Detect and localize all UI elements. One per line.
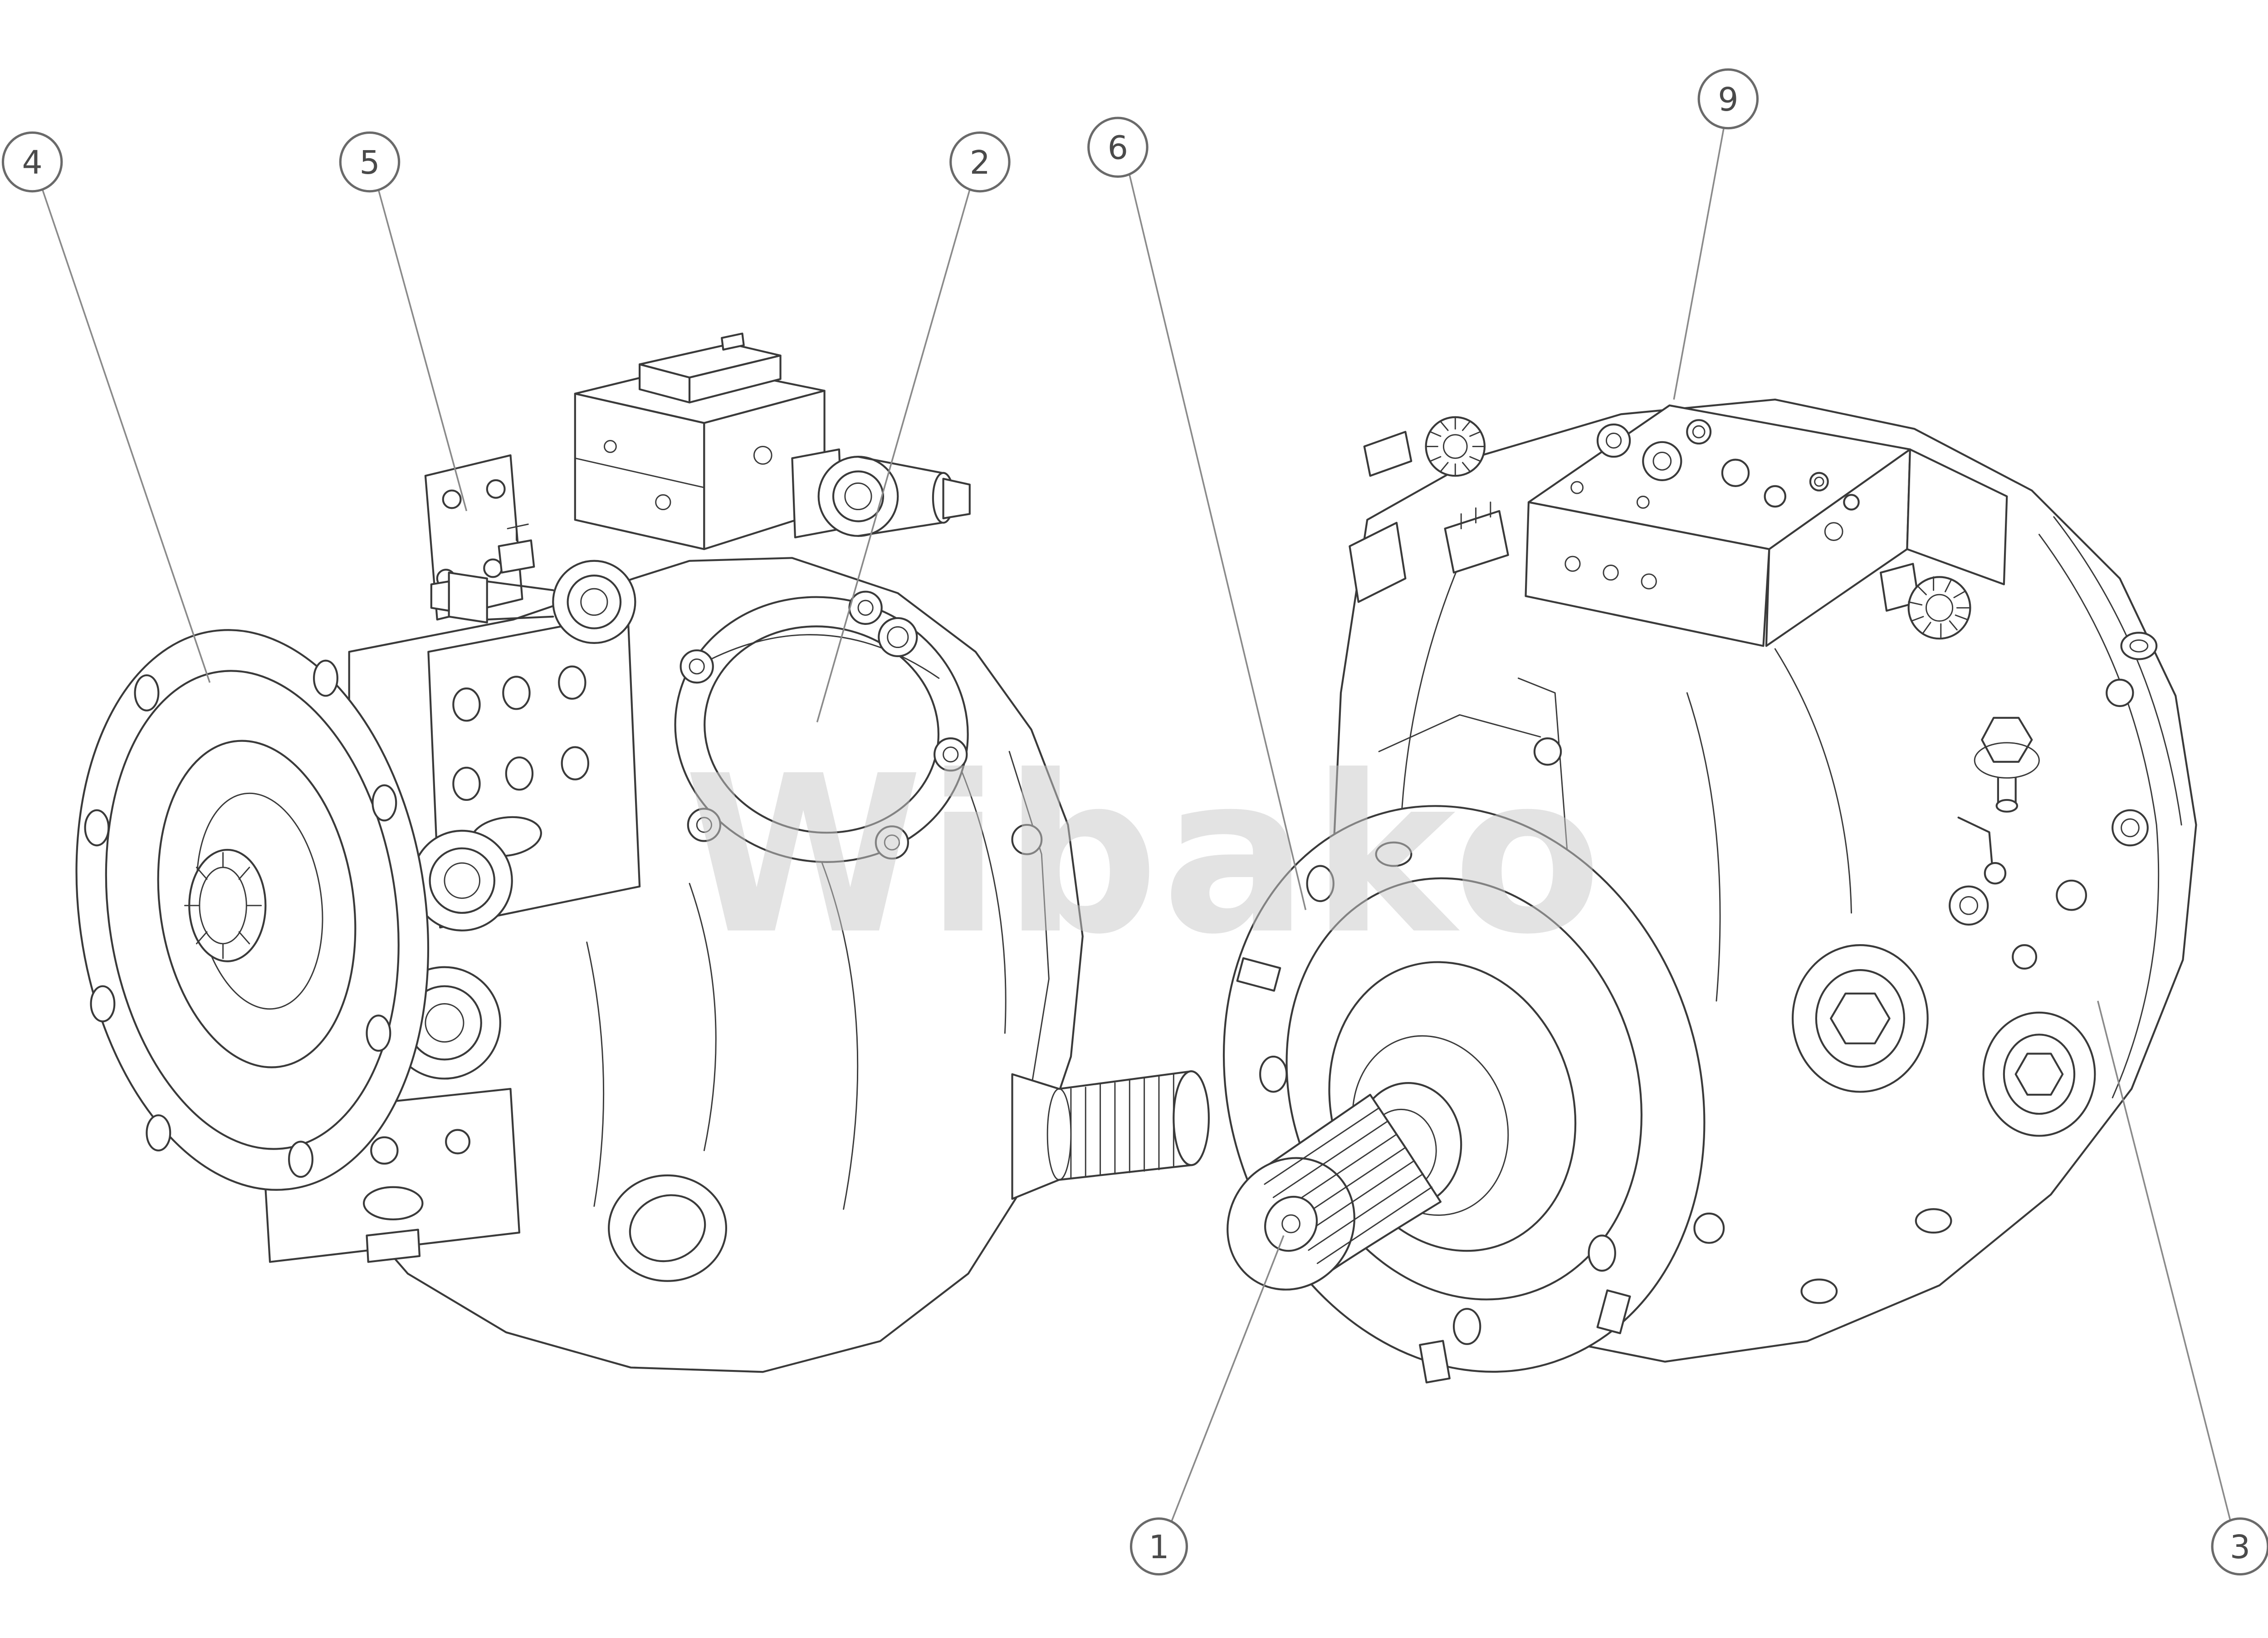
callout-6-number: 6	[1108, 129, 1128, 167]
callout-1-number: 1	[1149, 1528, 1169, 1566]
left-pump-housing	[260, 557, 1084, 1373]
callout-9: 9	[1673, 68, 1759, 400]
left-pump-dome-cover	[674, 590, 969, 863]
callout-9-number: 9	[1718, 81, 1738, 118]
callout-5-number: 5	[359, 144, 380, 181]
right-pump-drive-shaft	[1227, 1093, 1442, 1291]
left-pump-output-shaft	[1011, 1070, 1210, 1200]
watermark: Wibako	[684, 729, 1605, 982]
callout-5: 5	[339, 131, 468, 512]
callout-1: 1	[1129, 1235, 1285, 1576]
right-pump-drawing	[1222, 398, 2197, 1384]
callout-2-number: 2	[970, 144, 990, 181]
left-pump-drawing	[75, 332, 1210, 1373]
callout-4: 4	[1, 131, 211, 683]
callout-2: 2	[816, 131, 1011, 723]
left-pump-mounting-flange	[75, 629, 430, 1191]
callout-6: 6	[1087, 117, 1307, 910]
callout-4-number: 4	[22, 144, 43, 181]
callouts: 4 5 2 6 9 1 3	[1, 68, 2268, 1576]
right-pump-control-valve	[1425, 404, 2008, 647]
callout-3-number: 3	[2230, 1528, 2250, 1566]
right-pump-end-cap	[1792, 632, 2158, 1137]
left-pump-control-valve	[424, 332, 971, 644]
callout-3: 3	[2097, 1000, 2268, 1576]
